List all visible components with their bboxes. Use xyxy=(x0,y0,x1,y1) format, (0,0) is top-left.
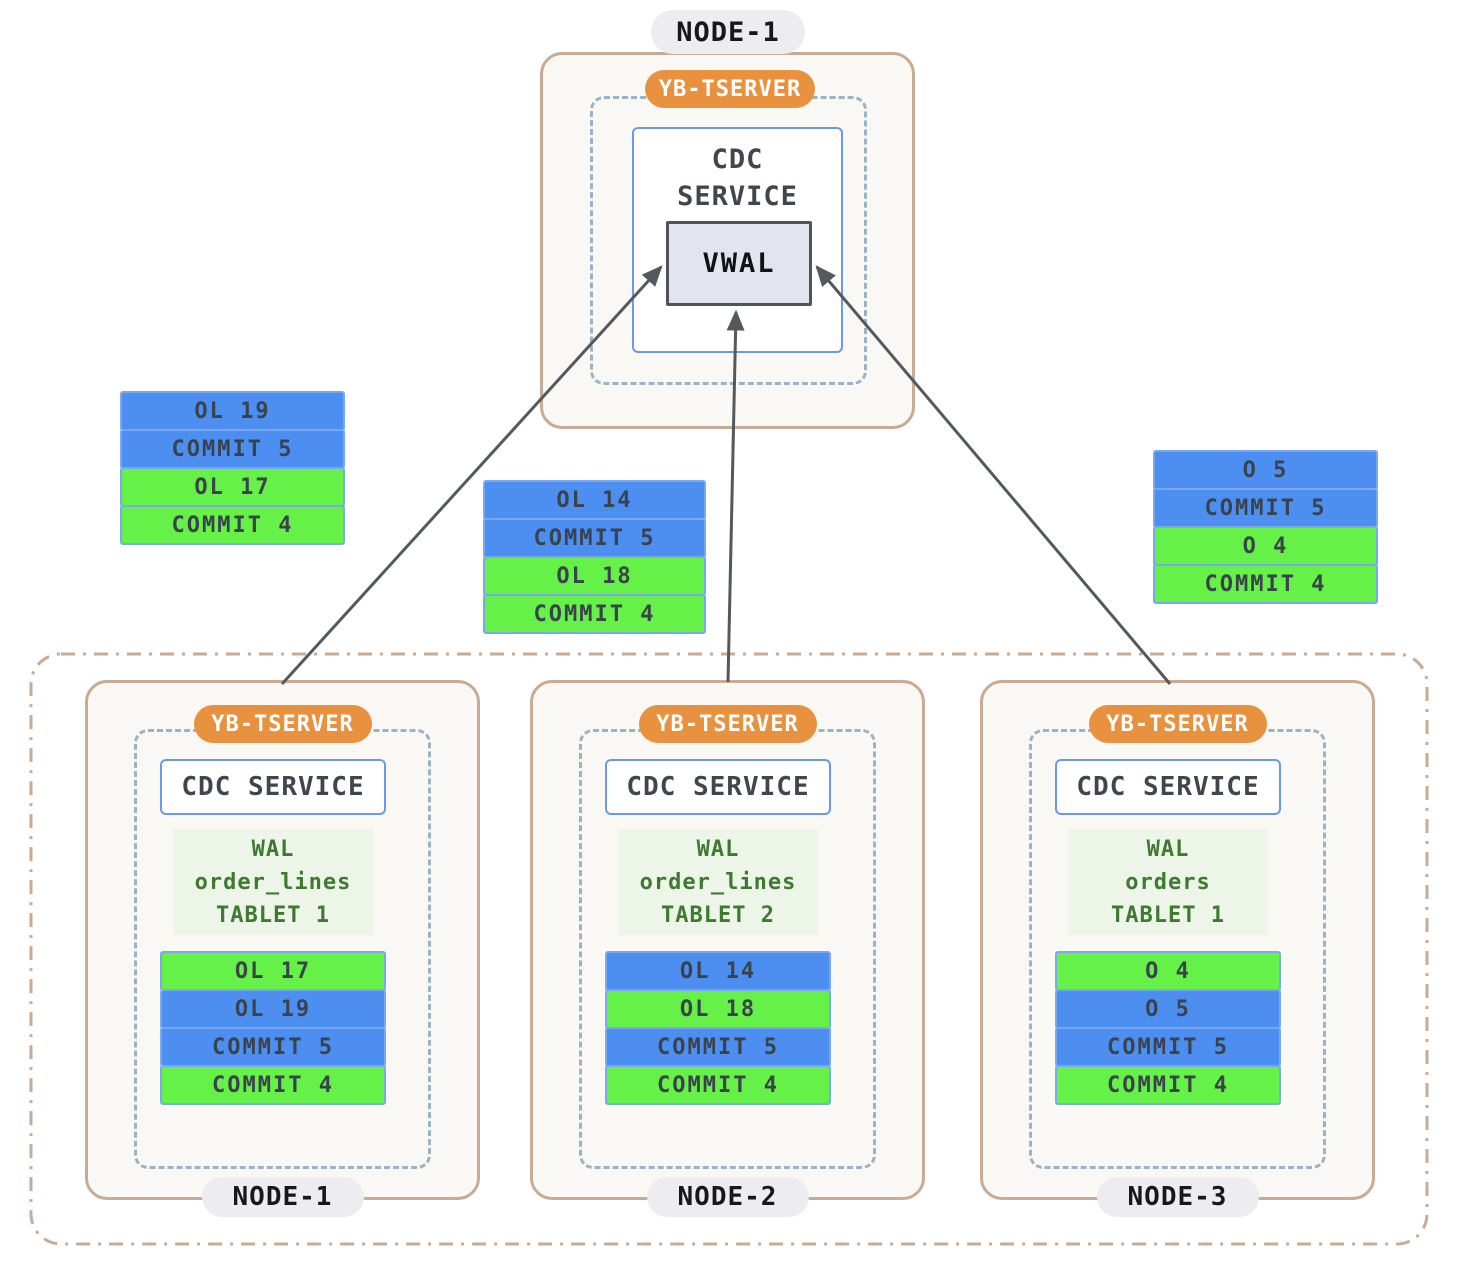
wal-record-row: COMMIT 5 xyxy=(483,518,706,558)
wal-record-row: COMMIT 5 xyxy=(1153,488,1378,528)
wal-record-row: COMMIT 4 xyxy=(483,594,706,634)
wal-label-line: WAL xyxy=(251,836,295,862)
cdc-service-line2: SERVICE xyxy=(677,181,798,212)
cdc-service-box: CDC SERVICE xyxy=(1055,759,1281,815)
wal-record-row: O 5 xyxy=(1153,450,1378,490)
wal-label-line: WAL xyxy=(696,836,740,862)
wal-tablet-label: WAL order_lines TABLET 2 xyxy=(618,829,818,935)
wal-record-stack: O 4 O 5 COMMIT 5 COMMIT 4 xyxy=(1055,951,1281,1105)
bottom-node-box-2: YB-TSERVER CDC SERVICE WAL order_lines T… xyxy=(530,680,925,1217)
wal-record-row: COMMIT 4 xyxy=(605,1065,831,1105)
floating-record-stack-right: O 5 COMMIT 5 O 4 COMMIT 4 xyxy=(1153,450,1378,604)
wal-tablet-label: WAL order_lines TABLET 1 xyxy=(173,829,373,935)
wal-record-row: OL 14 xyxy=(483,480,706,520)
cdc-service-box: CDC SERVICE xyxy=(160,759,386,815)
top-yb-tserver-pill: YB-TSERVER xyxy=(645,70,815,108)
wal-record-row: OL 18 xyxy=(483,556,706,596)
yb-tserver-pill: YB-TSERVER xyxy=(1088,705,1267,743)
wal-record-row: OL 19 xyxy=(120,391,345,431)
yb-tserver-pill: YB-TSERVER xyxy=(638,705,817,743)
wal-record-row: OL 14 xyxy=(605,951,831,991)
wal-label-line: TABLET 2 xyxy=(661,902,775,928)
floating-record-stack-left: OL 19 COMMIT 5 OL 17 COMMIT 4 xyxy=(120,391,345,545)
node-label-pill: NODE-1 xyxy=(201,1177,364,1217)
wal-record-row: OL 17 xyxy=(120,467,345,507)
wal-record-row: O 5 xyxy=(1055,989,1281,1029)
wal-record-row: COMMIT 4 xyxy=(1055,1065,1281,1105)
wal-label-line: WAL xyxy=(1146,836,1190,862)
wal-record-row: COMMIT 5 xyxy=(1055,1027,1281,1067)
cdc-service-line1: CDC xyxy=(711,144,764,175)
wal-label-line: TABLET 1 xyxy=(216,902,330,928)
bottom-node-box-1: YB-TSERVER CDC SERVICE WAL order_lines T… xyxy=(85,680,480,1217)
wal-record-row: O 4 xyxy=(1153,526,1378,566)
top-node-label-pill: NODE-1 xyxy=(651,10,805,54)
wal-record-row: O 4 xyxy=(1055,951,1281,991)
wal-record-row: OL 19 xyxy=(160,989,386,1029)
wal-record-row: COMMIT 5 xyxy=(605,1027,831,1067)
yb-tserver-pill: YB-TSERVER xyxy=(193,705,372,743)
bottom-node-box-3: YB-TSERVER CDC SERVICE WAL orders TABLET… xyxy=(980,680,1375,1217)
wal-label-line: TABLET 1 xyxy=(1111,902,1225,928)
floating-record-stack-middle: OL 14 COMMIT 5 OL 18 COMMIT 4 xyxy=(483,480,706,634)
wal-record-row: COMMIT 4 xyxy=(160,1065,386,1105)
wal-record-row: COMMIT 5 xyxy=(120,429,345,469)
wal-record-stack: OL 17 OL 19 COMMIT 5 COMMIT 4 xyxy=(160,951,386,1105)
node-label-pill: NODE-2 xyxy=(646,1177,809,1217)
node-label-pill: NODE-3 xyxy=(1096,1177,1259,1217)
wal-label-line: orders xyxy=(1125,869,1211,895)
wal-record-row: COMMIT 4 xyxy=(1153,564,1378,604)
wal-record-row: OL 18 xyxy=(605,989,831,1029)
wal-record-stack: OL 14 OL 18 COMMIT 5 COMMIT 4 xyxy=(605,951,831,1105)
wal-tablet-label: WAL orders TABLET 1 xyxy=(1068,829,1268,935)
wal-record-row: COMMIT 5 xyxy=(160,1027,386,1067)
wal-record-row: OL 17 xyxy=(160,951,386,991)
wal-label-line: order_lines xyxy=(639,869,797,895)
cdc-service-box: CDC SERVICE xyxy=(605,759,831,815)
wal-record-row: COMMIT 4 xyxy=(120,505,345,545)
wal-label-line: order_lines xyxy=(194,869,352,895)
vwal-box: VWAL xyxy=(666,221,812,306)
